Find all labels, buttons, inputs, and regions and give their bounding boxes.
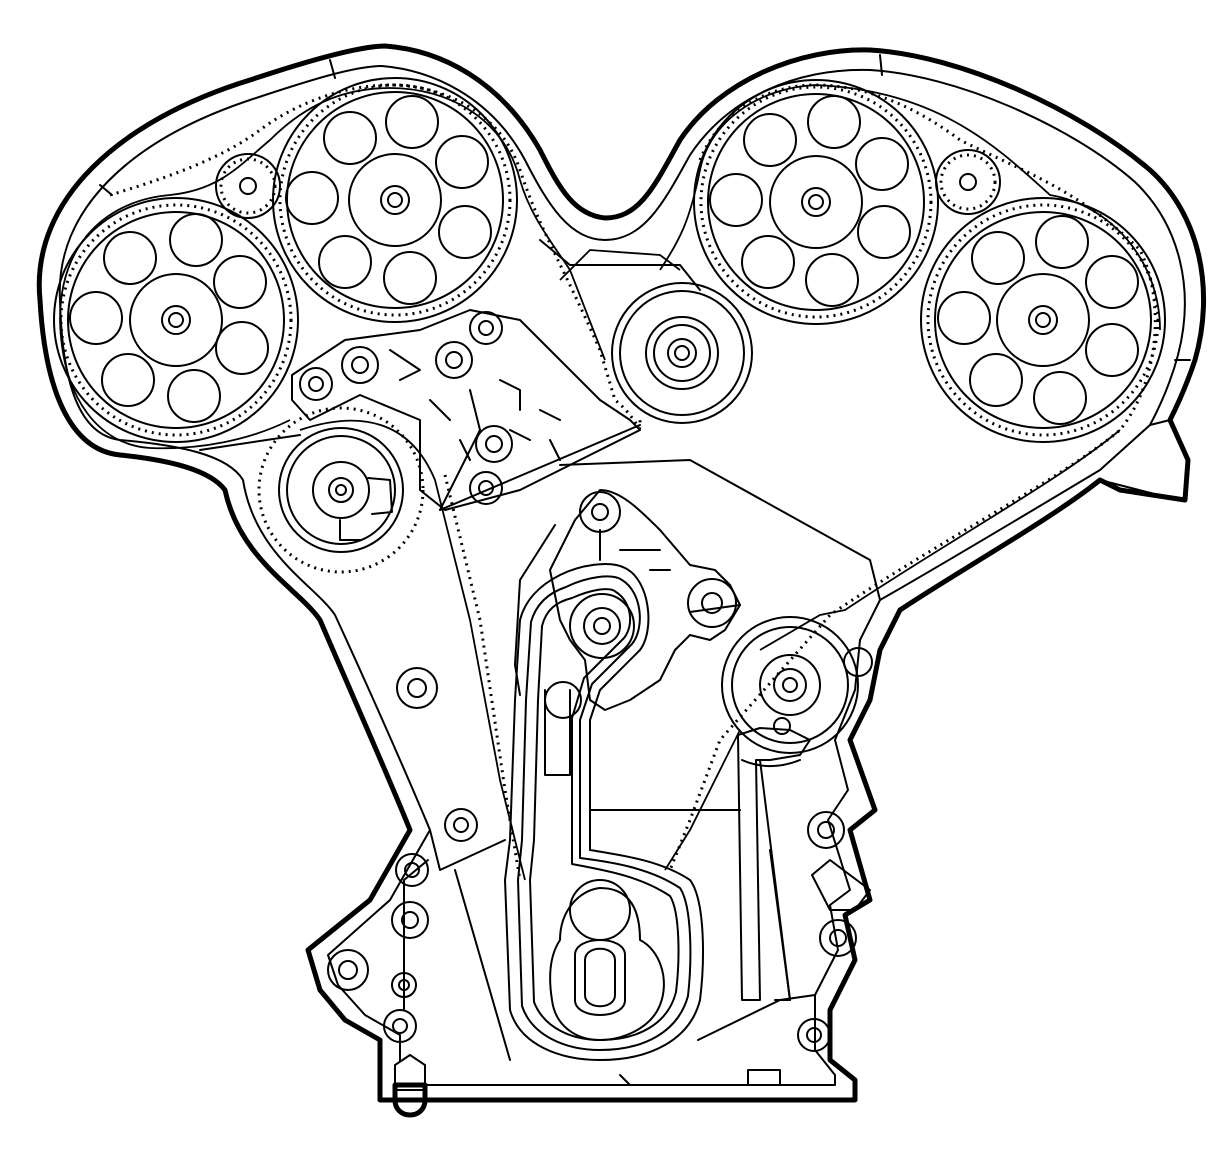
camshaft-sprocket-left-lower: [53, 197, 299, 443]
camshaft-sprocket-right-lower: [920, 197, 1166, 443]
bottom-fittings: [392, 859, 871, 1118]
tensioner-pulley-right: [721, 616, 873, 754]
accessory-bracket: [514, 489, 741, 711]
oil-pump-belt: [504, 563, 704, 1061]
camshaft-sprocket-left-upper: [272, 77, 518, 323]
timing-belt: [59, 83, 1161, 881]
cover-bolts: [327, 667, 857, 1052]
timing-cover-outline: [36, 43, 1207, 1103]
camshaft-sprocket-right-upper: [693, 79, 939, 325]
idler-pulley-center: [611, 282, 753, 424]
crankshaft-pulley: [549, 879, 665, 1041]
cover-ribs: [199, 239, 881, 1086]
idler-pulley-upper-right: [935, 149, 1001, 215]
mounting-bracket-left: [291, 309, 641, 511]
belt-tensioner-arm: [544, 681, 811, 1001]
tensioner-pulley-left: [257, 406, 425, 574]
idler-pulley-upper-left: [215, 153, 281, 219]
